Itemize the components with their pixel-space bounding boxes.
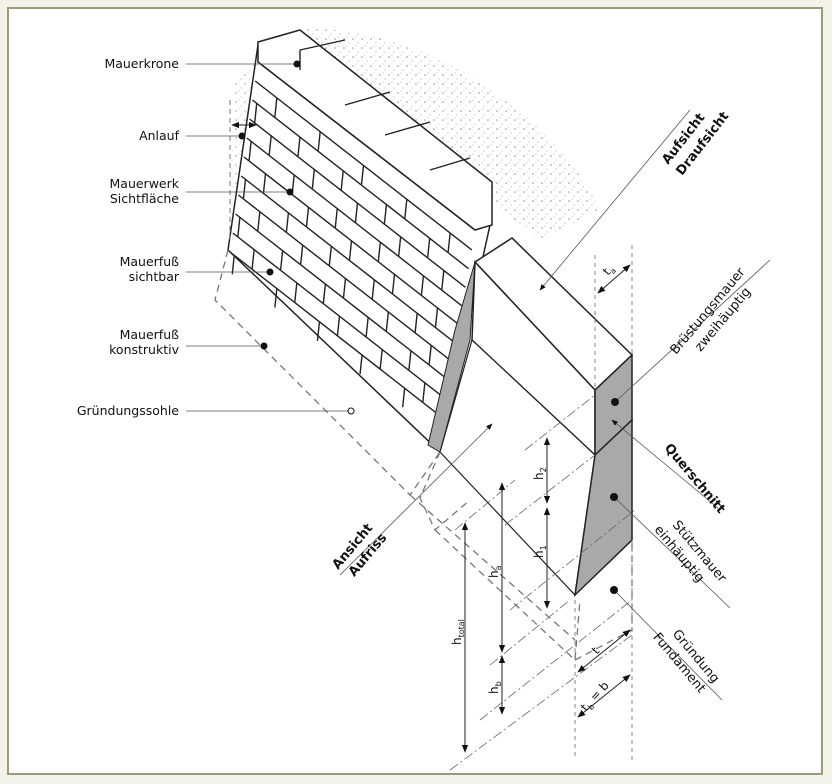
brick-joint xyxy=(377,242,382,262)
brick-joint xyxy=(447,232,451,253)
brick-course xyxy=(240,175,457,344)
brick-joint xyxy=(441,270,445,290)
brick-joint xyxy=(254,103,258,123)
label-gruendung: GründungFundament xyxy=(649,619,722,697)
brick-joint xyxy=(359,354,363,375)
brick-joint xyxy=(408,350,412,370)
label-anlauf: Anlauf xyxy=(139,128,180,143)
label-gruendungssohle: Gründungssohle xyxy=(77,403,179,418)
brick-joint xyxy=(285,212,290,232)
brick-joint xyxy=(348,240,353,260)
brick-joint xyxy=(248,141,252,161)
brick-joint xyxy=(317,131,321,151)
brick-joint xyxy=(391,274,396,294)
brick-joint xyxy=(385,311,390,332)
brick-joint xyxy=(328,246,333,266)
dim-hb: hb xyxy=(487,681,503,694)
label-querschnitt: Querschnitt xyxy=(661,441,728,517)
brick-joint xyxy=(251,249,255,269)
dim-ta: ta xyxy=(600,261,618,279)
brick-joint xyxy=(371,279,375,299)
brick-joint xyxy=(397,236,402,256)
brick-joint xyxy=(297,137,301,157)
label-stuetzmauer: Stützmauereinhäuptig xyxy=(651,512,730,597)
soil-texture xyxy=(300,29,600,240)
dim-ha: ha xyxy=(487,565,503,578)
brick-course xyxy=(246,137,463,307)
brick-joint xyxy=(340,170,344,190)
brick-joint xyxy=(262,173,267,193)
brick-joint xyxy=(316,321,321,341)
brick-joint xyxy=(274,288,278,308)
brick-joint xyxy=(379,349,383,369)
retaining-wall-block xyxy=(439,338,633,598)
brick-joint xyxy=(414,313,418,333)
brick-joint xyxy=(274,97,278,117)
brick-joint xyxy=(311,169,316,189)
brick-joint xyxy=(279,250,284,270)
brick-joint xyxy=(334,208,338,228)
brick-joint xyxy=(231,255,235,275)
brick-joint xyxy=(428,345,432,365)
brick-course xyxy=(235,213,450,382)
brick-joint xyxy=(360,165,365,185)
dim-h1: h1 xyxy=(532,545,548,558)
brick-joint xyxy=(422,382,426,402)
dim-tb: tb = b xyxy=(578,679,613,716)
brick-joint xyxy=(257,211,261,231)
brick-course xyxy=(229,251,444,419)
brick-joint xyxy=(365,317,369,337)
label-ansicht: AnsichtAufriss xyxy=(330,520,391,584)
brick-joint xyxy=(404,199,408,219)
brick-joint xyxy=(322,283,327,304)
brick-joint xyxy=(242,179,247,199)
brick-joint xyxy=(354,203,359,223)
brick-joint xyxy=(401,388,406,408)
brick-joint xyxy=(420,275,425,295)
brick-joint xyxy=(305,207,310,227)
stone-wall-face xyxy=(227,29,493,454)
brick-joint xyxy=(299,245,304,265)
brick-joint xyxy=(294,282,298,303)
brick-joint xyxy=(268,135,272,155)
label-aufsicht: AufsichtDraufsicht xyxy=(659,98,732,178)
brick-course xyxy=(251,99,470,270)
brick-joint xyxy=(383,204,388,224)
brick-joint xyxy=(426,238,431,258)
dim-htotal: htotal xyxy=(450,619,466,645)
brick-joint xyxy=(434,307,439,328)
label-mauerkrone: Mauerkrone xyxy=(104,56,179,71)
brick-joint xyxy=(336,316,341,336)
dim-h2: h2 xyxy=(532,467,548,480)
brick-joint xyxy=(237,217,241,237)
brick-joint xyxy=(342,278,347,298)
